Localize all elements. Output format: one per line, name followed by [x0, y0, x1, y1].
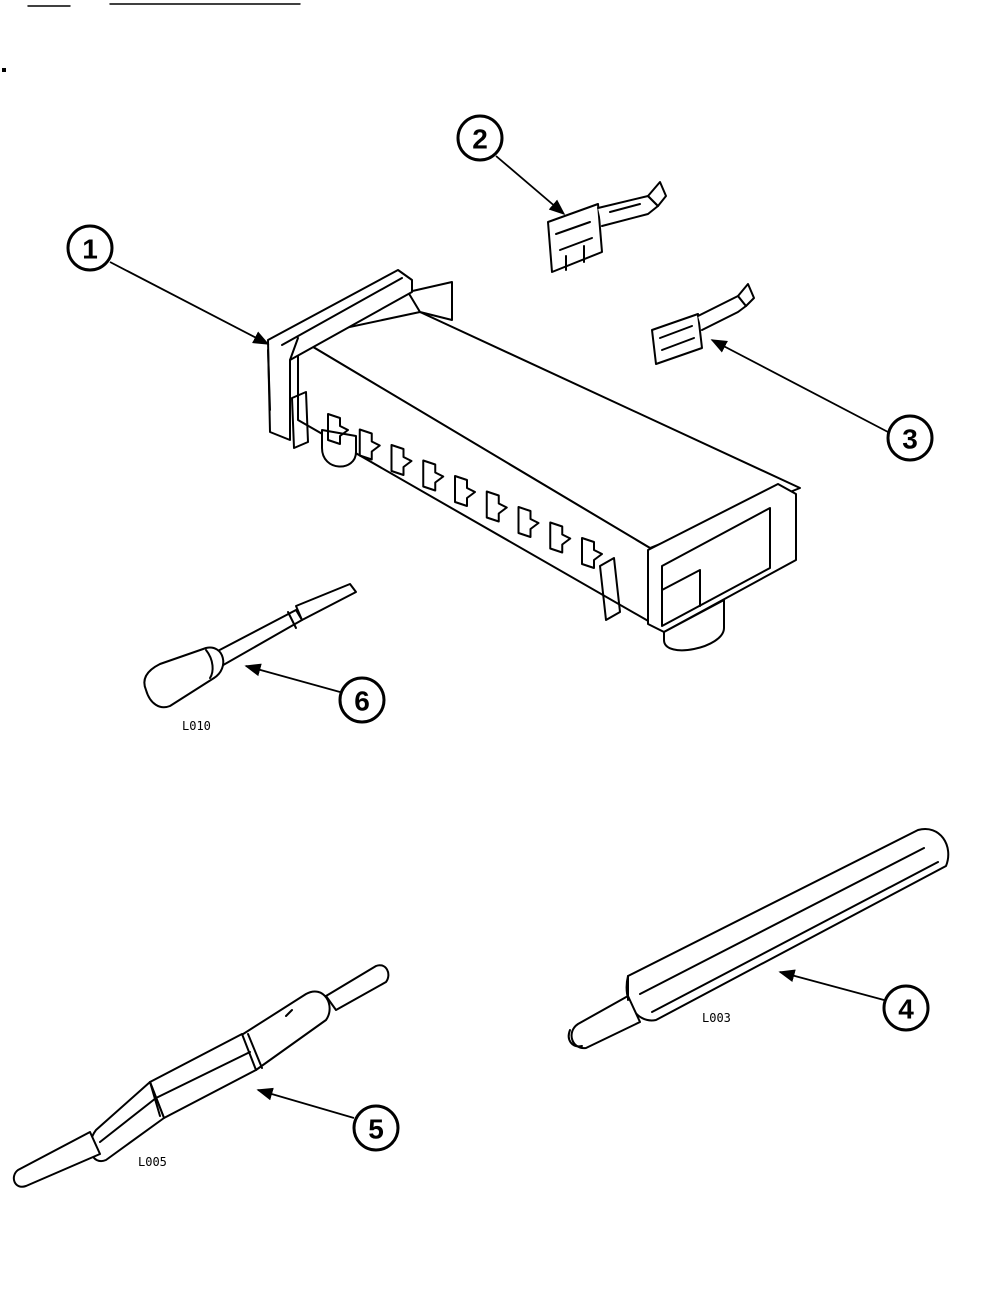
leader-2 — [495, 155, 566, 216]
leader-5 — [256, 1087, 355, 1119]
svg-text:4: 4 — [898, 994, 914, 1025]
callout-4: 4 — [882, 984, 930, 1032]
leader-1 — [109, 261, 270, 345]
terminal-slot — [517, 506, 540, 538]
terminal-slot — [485, 490, 508, 523]
connector-housing — [267, 269, 801, 652]
callout-3: 3 — [886, 414, 934, 462]
terminal-slots — [327, 413, 603, 569]
hex-tool-large — [567, 828, 950, 1050]
terminal-small — [651, 283, 755, 365]
leader-4 — [778, 969, 885, 1001]
callout-2: 2 — [456, 114, 504, 162]
pin-tool-small — [143, 583, 357, 709]
svg-text:6: 6 — [354, 686, 370, 717]
terminal-slot — [549, 521, 572, 554]
terminal-slot — [422, 459, 445, 492]
double-ended-tool — [12, 964, 390, 1188]
leader-lines — [109, 155, 889, 1119]
leader-6 — [244, 663, 341, 693]
tool-code-L010: L010 — [182, 719, 211, 733]
tool-code-L005: L005 — [138, 1155, 167, 1169]
svg-text:2: 2 — [472, 124, 488, 155]
leader-3 — [710, 339, 889, 433]
svg-text:1: 1 — [82, 234, 98, 265]
terminal-slot — [581, 537, 603, 569]
scan-artifact — [2, 3, 301, 72]
terminal-slot — [327, 413, 349, 445]
callout-1: 1 — [66, 224, 114, 272]
tool-code-L003: L003 — [702, 1011, 731, 1025]
svg-text:5: 5 — [368, 1114, 384, 1145]
terminal-large — [547, 181, 667, 273]
svg-text:3: 3 — [902, 424, 918, 455]
terminal-slot — [390, 444, 413, 476]
callout-6: 6 — [338, 676, 386, 724]
callout-5: 5 — [352, 1104, 400, 1152]
terminal-slot — [358, 428, 381, 461]
terminal-slot — [454, 475, 476, 507]
